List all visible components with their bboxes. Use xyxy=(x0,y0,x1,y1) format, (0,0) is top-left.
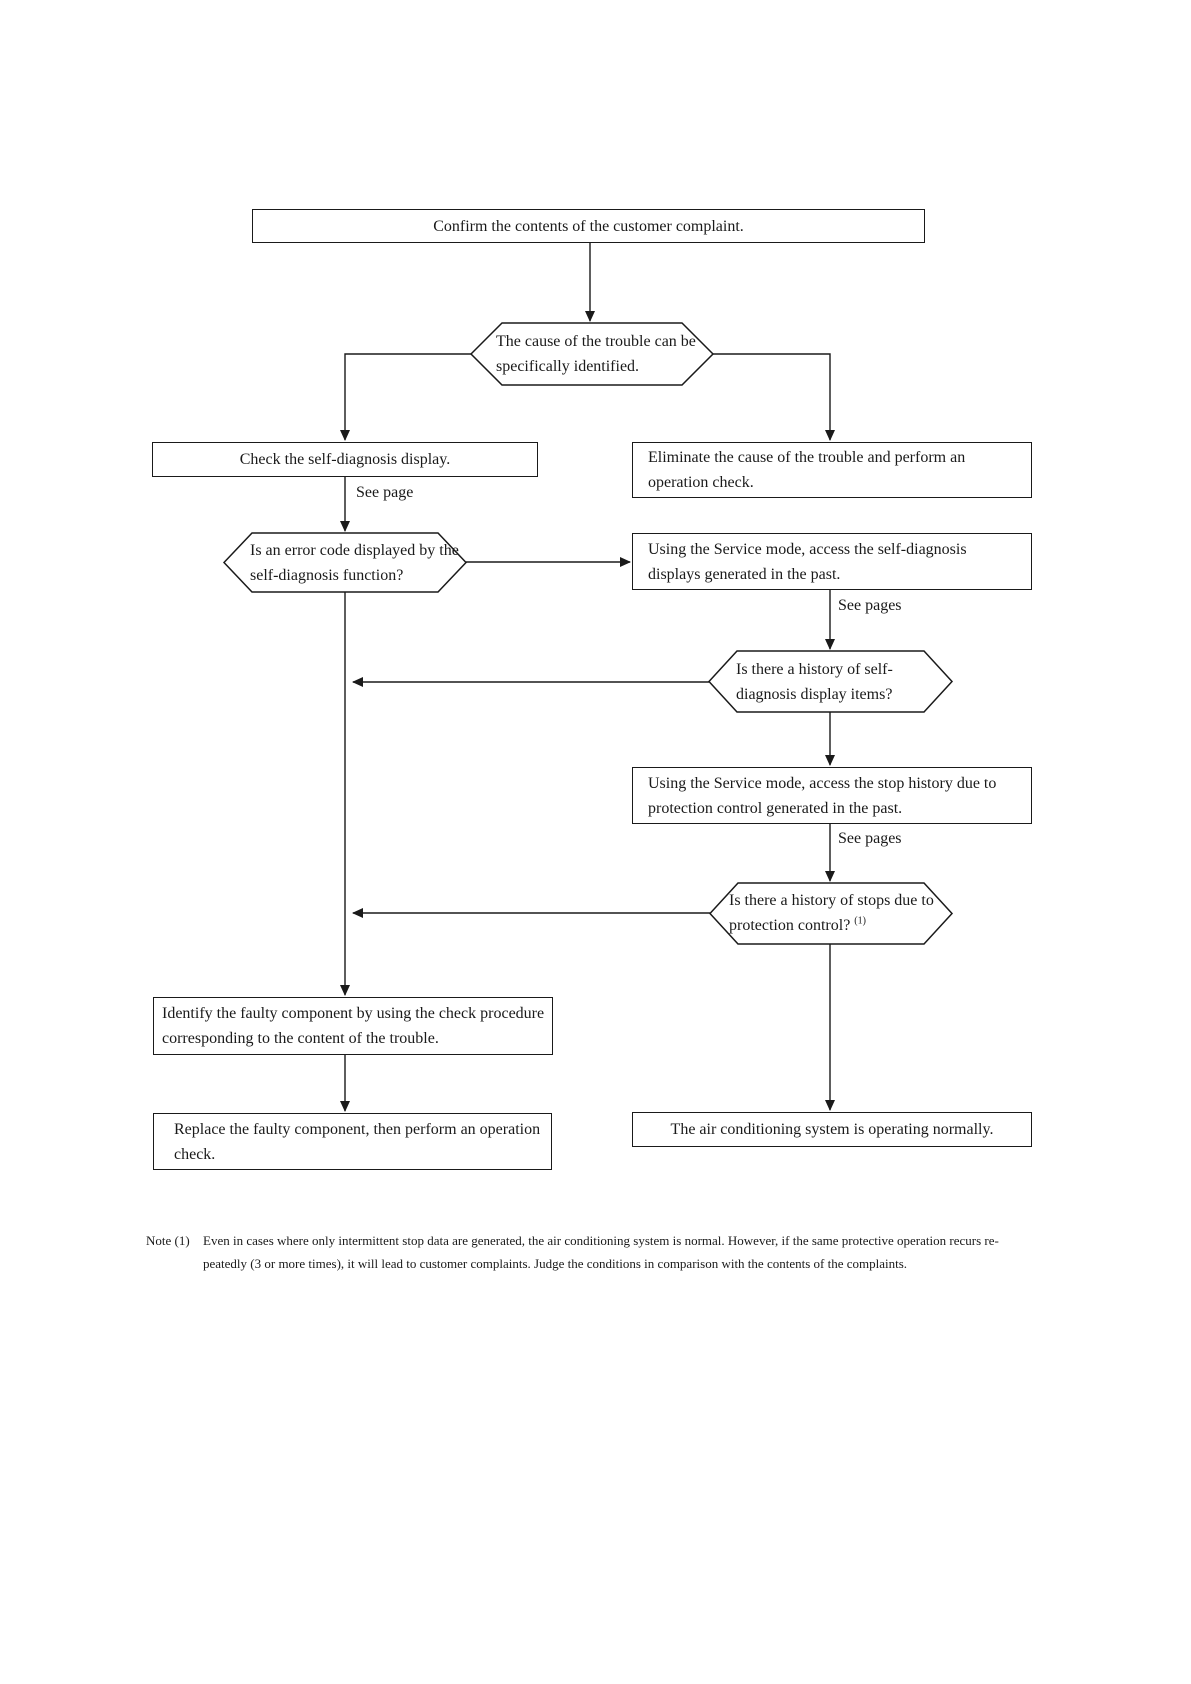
footnote-body: Even in cases where only intermittent st… xyxy=(203,1229,999,1275)
decision-self-history-label: Is there a history of self-diagnosis dis… xyxy=(736,661,893,703)
node-identify-faulty-component: Identify the faulty component by using t… xyxy=(153,997,553,1055)
node-eliminate-cause: Eliminate the cause of the trouble and p… xyxy=(632,442,1032,498)
node-system-normal: The air conditioning system is operating… xyxy=(632,1112,1032,1147)
footnote-line-2: peatedly (3 or more times), it will lead… xyxy=(203,1256,908,1271)
node-confirm-complaint-text: Confirm the contents of the customer com… xyxy=(433,217,744,235)
node-service-self-diagnosis: Using the Service mode, access the self-… xyxy=(632,533,1032,590)
label-see-pages-2: See pages xyxy=(838,830,902,847)
decision-stops-history-label: Is there a history of stops due to prote… xyxy=(729,892,934,934)
arrow-cause-no-right xyxy=(713,353,835,441)
node-identify-faulty-component-text: Identify the faulty component by using t… xyxy=(162,1005,545,1047)
node-eliminate-cause-text: Eliminate the cause of the trouble and p… xyxy=(648,449,966,491)
label-see-page: See page xyxy=(356,484,414,501)
label-see-pages-1: See pages xyxy=(838,597,902,614)
footnote: Note (1) Even in cases where only interm… xyxy=(146,1229,999,1275)
node-confirm-complaint: Confirm the contents of the customer com… xyxy=(252,209,925,243)
node-system-normal-text: The air conditioning system is operating… xyxy=(670,1121,994,1138)
node-replace-faulty-component-text: Replace the faulty component, then perfo… xyxy=(174,1120,541,1163)
arrow-cause-yes-left xyxy=(340,353,471,441)
footnote-line-1: Even in cases where only intermittent st… xyxy=(203,1233,999,1248)
decision-cause-identified-label: The cause of the trouble can be specific… xyxy=(496,333,696,375)
node-replace-faulty-component: Replace the faulty component, then perfo… xyxy=(153,1113,552,1170)
note-reference-superscript: (1) xyxy=(854,915,866,927)
node-check-self-diagnosis-text: Check the self-diagnosis display. xyxy=(239,451,451,468)
decision-cause-identified-shape xyxy=(469,322,715,386)
node-service-stop-history: Using the Service mode, access the stop … xyxy=(632,767,1032,824)
node-service-stop-history-text: Using the Service mode, access the stop … xyxy=(648,774,997,817)
decision-stops-history-shape xyxy=(708,882,954,945)
footnote-label: Note (1) xyxy=(146,1233,190,1248)
node-check-self-diagnosis: Check the self-diagnosis display. xyxy=(152,442,538,477)
node-service-self-diagnosis-text: Using the Service mode, access the self-… xyxy=(648,540,967,583)
decision-self-history-shape xyxy=(707,650,954,713)
decision-error-code-label: Is an error code displayed by the self-d… xyxy=(250,542,459,584)
decision-error-code-shape xyxy=(222,532,468,593)
